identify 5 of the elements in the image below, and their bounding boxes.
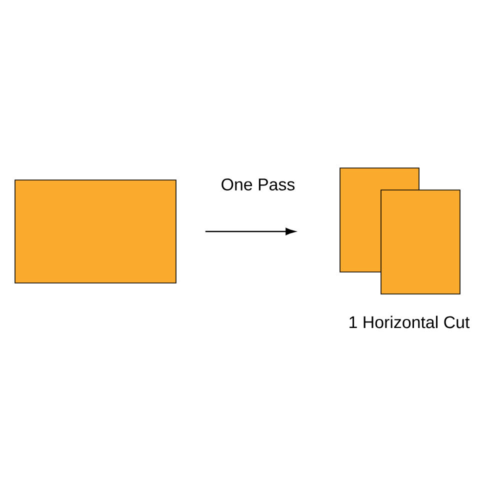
paper-sheet — [380, 190, 460, 294]
caption: 1 Horizontal Cut — [350, 316, 470, 328]
edge-label: One Pass — [222, 178, 295, 190]
paper-sheet — [14, 180, 176, 284]
arrow — [205, 228, 296, 236]
